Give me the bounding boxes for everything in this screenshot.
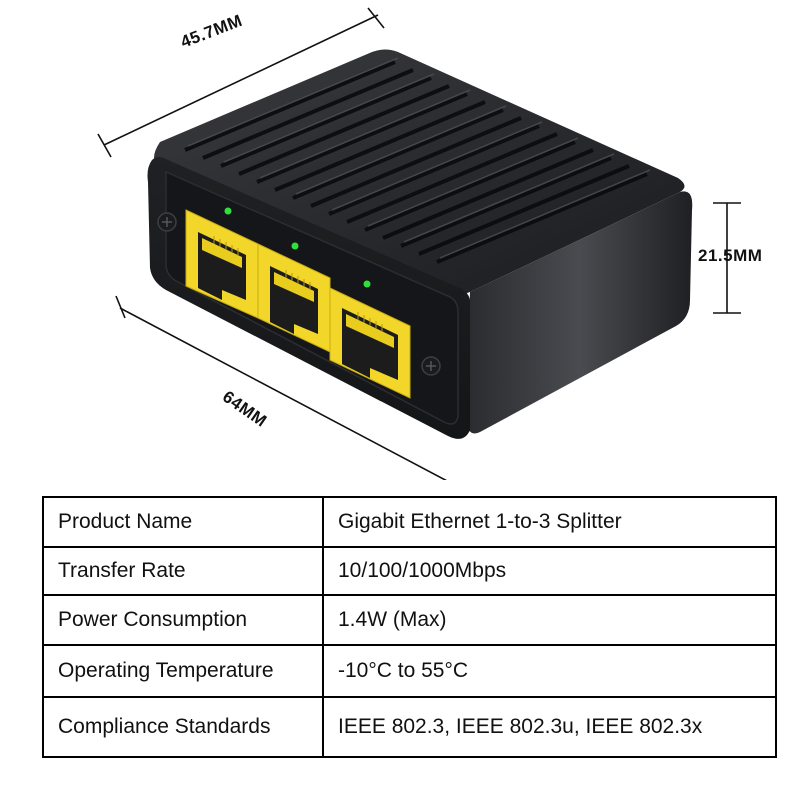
spec-label: Compliance Standards [42,696,324,758]
spec-label: Transfer Rate [42,546,324,596]
ethernet-port-3 [329,287,411,399]
screw-right [421,356,441,376]
spec-value: 1.4W (Max) [322,594,777,646]
led-indicator-2 [291,242,299,250]
spec-row-operating-temperature: Operating Temperature -10°C to 55°C [42,644,777,698]
depth-dimension-line [97,7,385,158]
led-indicator-3 [363,280,371,288]
spec-value: IEEE 802.3, IEEE 802.3u, IEEE 802.3x [322,696,777,758]
led-indicator-1 [224,207,232,215]
ethernet-splitter-image [97,7,741,480]
ethernet-port-1 [185,209,259,319]
height-dimension-label: 21.5MM [698,246,763,265]
spec-value: -10°C to 55°C [322,644,777,698]
ethernet-port-2 [257,243,331,353]
spec-row-compliance-standards: Compliance Standards IEEE 802.3, IEEE 80… [42,696,777,758]
housing-top [154,49,685,295]
spec-table: Product Name Gigabit Ethernet 1-to-3 Spl… [42,496,777,758]
height-dimension-line [713,202,741,314]
spec-label: Product Name [42,496,324,548]
spec-row-product-name: Product Name Gigabit Ethernet 1-to-3 Spl… [42,496,777,548]
housing-ridge-highlights [187,57,651,259]
screw-left [157,212,177,232]
spec-row-transfer-rate: Transfer Rate 10/100/1000Mbps [42,546,777,596]
housing-ridges [184,60,648,264]
spec-label: Power Consumption [42,594,324,646]
spec-label: Operating Temperature [42,644,324,698]
width-dimension-line [115,295,448,480]
spec-row-power-consumption: Power Consumption 1.4W (Max) [42,594,777,646]
housing-right-side [466,191,693,434]
spec-value: 10/100/1000Mbps [322,546,777,596]
spec-value: Gigabit Ethernet 1-to-3 Splitter [322,496,777,548]
